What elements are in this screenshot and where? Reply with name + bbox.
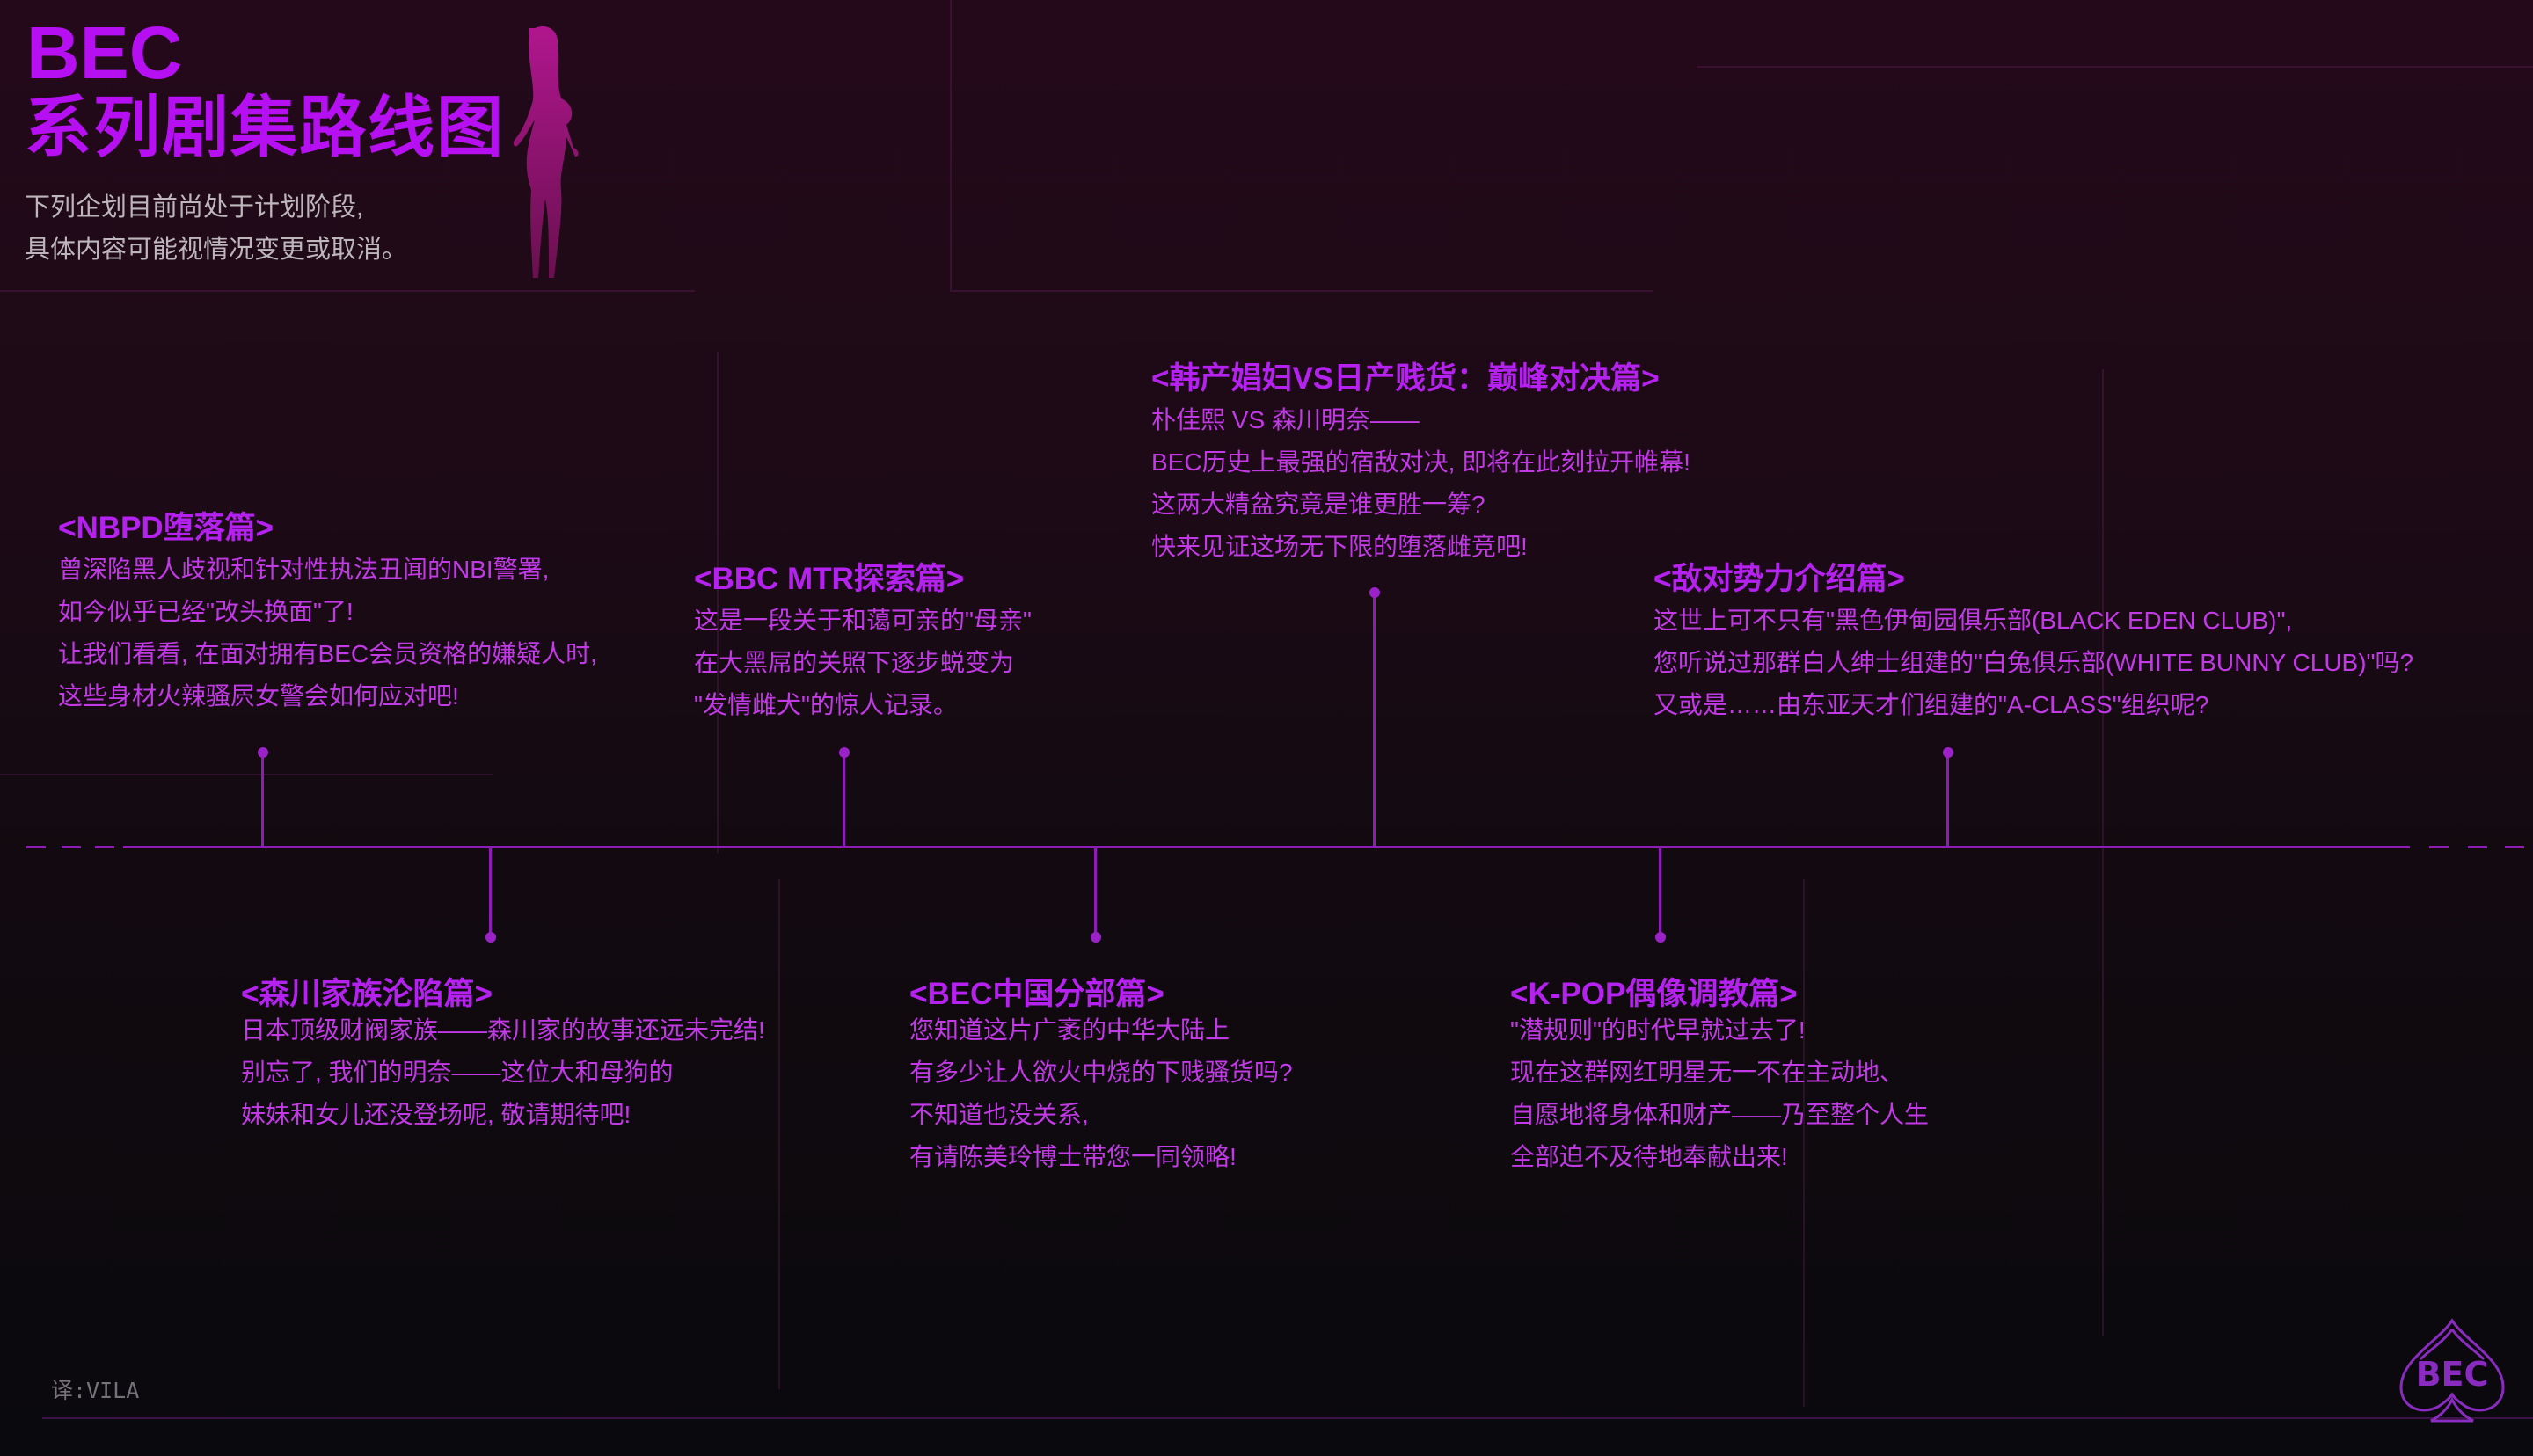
timeline-node (1369, 587, 1380, 598)
footer-divider (42, 1417, 2533, 1419)
timeline-node (1091, 932, 1101, 943)
episode-text: 快来见证这场无下限的堕落雌竞吧! (1151, 533, 1528, 560)
episode-text: 在大黑屌的关照下逐步蜕变为 (694, 649, 1015, 676)
subtitle-line: 下列企划目前尚处于计划阶段, (25, 193, 364, 222)
timeline-stem (1094, 846, 1097, 937)
episode-text: "发情雌犬"的惊人记录。 (694, 691, 958, 718)
timeline-node (485, 932, 496, 943)
episode-text: 有请陈美玲博士带您一同领略! (909, 1143, 1237, 1170)
timeline-node (1943, 747, 1953, 758)
episode-title: <NBPD堕落篇> (58, 511, 274, 545)
woman-silhouette (513, 26, 579, 278)
circuit-line (950, 290, 1653, 292)
circuit-line (950, 0, 952, 290)
circuit-line (1697, 66, 2533, 68)
episode-text: 您听说过那群白人绅士组建的"白兔俱乐部(WHITE BUNNY CLUB)"吗? (1653, 649, 2414, 676)
episode-title: <BBC MTR探索篇> (694, 562, 965, 596)
timeline-stem (843, 753, 845, 848)
timeline-node (1655, 932, 1666, 943)
timeline-dash (2468, 846, 2487, 848)
episode-text: 不知道也没关系, (909, 1101, 1089, 1128)
episode-text: 有多少让人欲火中烧的下贱骚货吗? (909, 1059, 1293, 1086)
episode-text: 又或是……由东亚天才们组建的"A-CLASS"组织呢? (1653, 691, 2209, 718)
circuit-line (1803, 879, 1805, 1407)
episode-text: 自愿地将身体和财产——乃至整个人生 (1510, 1101, 1930, 1128)
timeline-dash (2429, 846, 2449, 848)
timeline-dash (95, 846, 114, 848)
episode-title: <敌对势力介绍篇> (1653, 562, 1905, 596)
episode-text: 这两大精盆究竟是谁更胜一筹? (1151, 491, 1485, 518)
brand-title: BEC (26, 11, 183, 94)
logo-text: BEC (2416, 1355, 2489, 1394)
timeline-stem (489, 846, 492, 937)
episode-text: 曾深陷黑人歧视和针对性执法丑闻的NBI警署, (58, 556, 550, 583)
episode-title: <K-POP偶像调教篇> (1510, 977, 1798, 1011)
episode-text: 别忘了, 我们的明奈——这位大和母狗的 (241, 1059, 674, 1086)
episode-text: 如今似乎已经"改头换面"了! (58, 598, 354, 625)
episode-text: 让我们看看, 在面对拥有BEC会员资格的嫌疑人时, (58, 640, 597, 667)
circuit-line (2102, 369, 2104, 1336)
episode-text: 日本顶级财阀家族——森川家的故事还远未完结! (241, 1016, 765, 1044)
timeline-dash (26, 846, 46, 848)
timeline-node (258, 747, 268, 758)
bec-spade-logo: BEC (2399, 1318, 2505, 1423)
timeline-node (839, 747, 850, 758)
translator-credit: 译:VILA (51, 1378, 140, 1403)
episode-text: 全部迫不及待地奉献出来! (1510, 1143, 1788, 1170)
episode-text: 这是一段关于和蔼可亲的"母亲" (694, 607, 1032, 634)
episode-text: 您知道这片广袤的中华大陆上 (909, 1016, 1230, 1044)
timeline-stem (1659, 846, 1661, 937)
timeline-dash (62, 846, 81, 848)
episode-text: 现在这群网红明星无一不在主动地、 (1510, 1059, 1905, 1086)
episode-title: <BEC中国分部篇> (909, 977, 1164, 1011)
episode-text: 朴佳熙 VS 森川明奈—— (1151, 406, 1420, 433)
timeline-dash (2505, 846, 2524, 848)
circuit-line (717, 352, 719, 853)
episode-text: 这些身材火辣骚屄女警会如何应对吧! (58, 682, 459, 710)
timeline-axis (123, 846, 2410, 848)
episode-title: <森川家族沦陷篇> (241, 977, 493, 1011)
timeline-stem (261, 753, 264, 848)
episode-text: 这世上可不只有"黑色伊甸园俱乐部(BLACK EDEN CLUB)", (1653, 607, 2293, 634)
timeline-stem (1946, 753, 1949, 848)
timeline-stem (1373, 593, 1376, 848)
episode-text: "潜规则"的时代早就过去了! (1510, 1016, 1806, 1044)
circuit-line (0, 774, 493, 775)
episode-title: <韩产娼妇VS日产贱货：巅峰对决篇> (1151, 361, 1660, 396)
episode-text: 妹妹和女儿还没登场呢, 敬请期待吧! (241, 1101, 631, 1128)
circuit-line (0, 290, 695, 292)
page-title: 系列剧集路线图 (25, 91, 505, 165)
circuit-line (778, 879, 780, 1389)
episode-text: BEC历史上最强的宿敌对决, 即将在此刻拉开帷幕! (1151, 448, 1690, 476)
subtitle-line: 具体内容可能视情况变更或取消。 (25, 236, 408, 264)
